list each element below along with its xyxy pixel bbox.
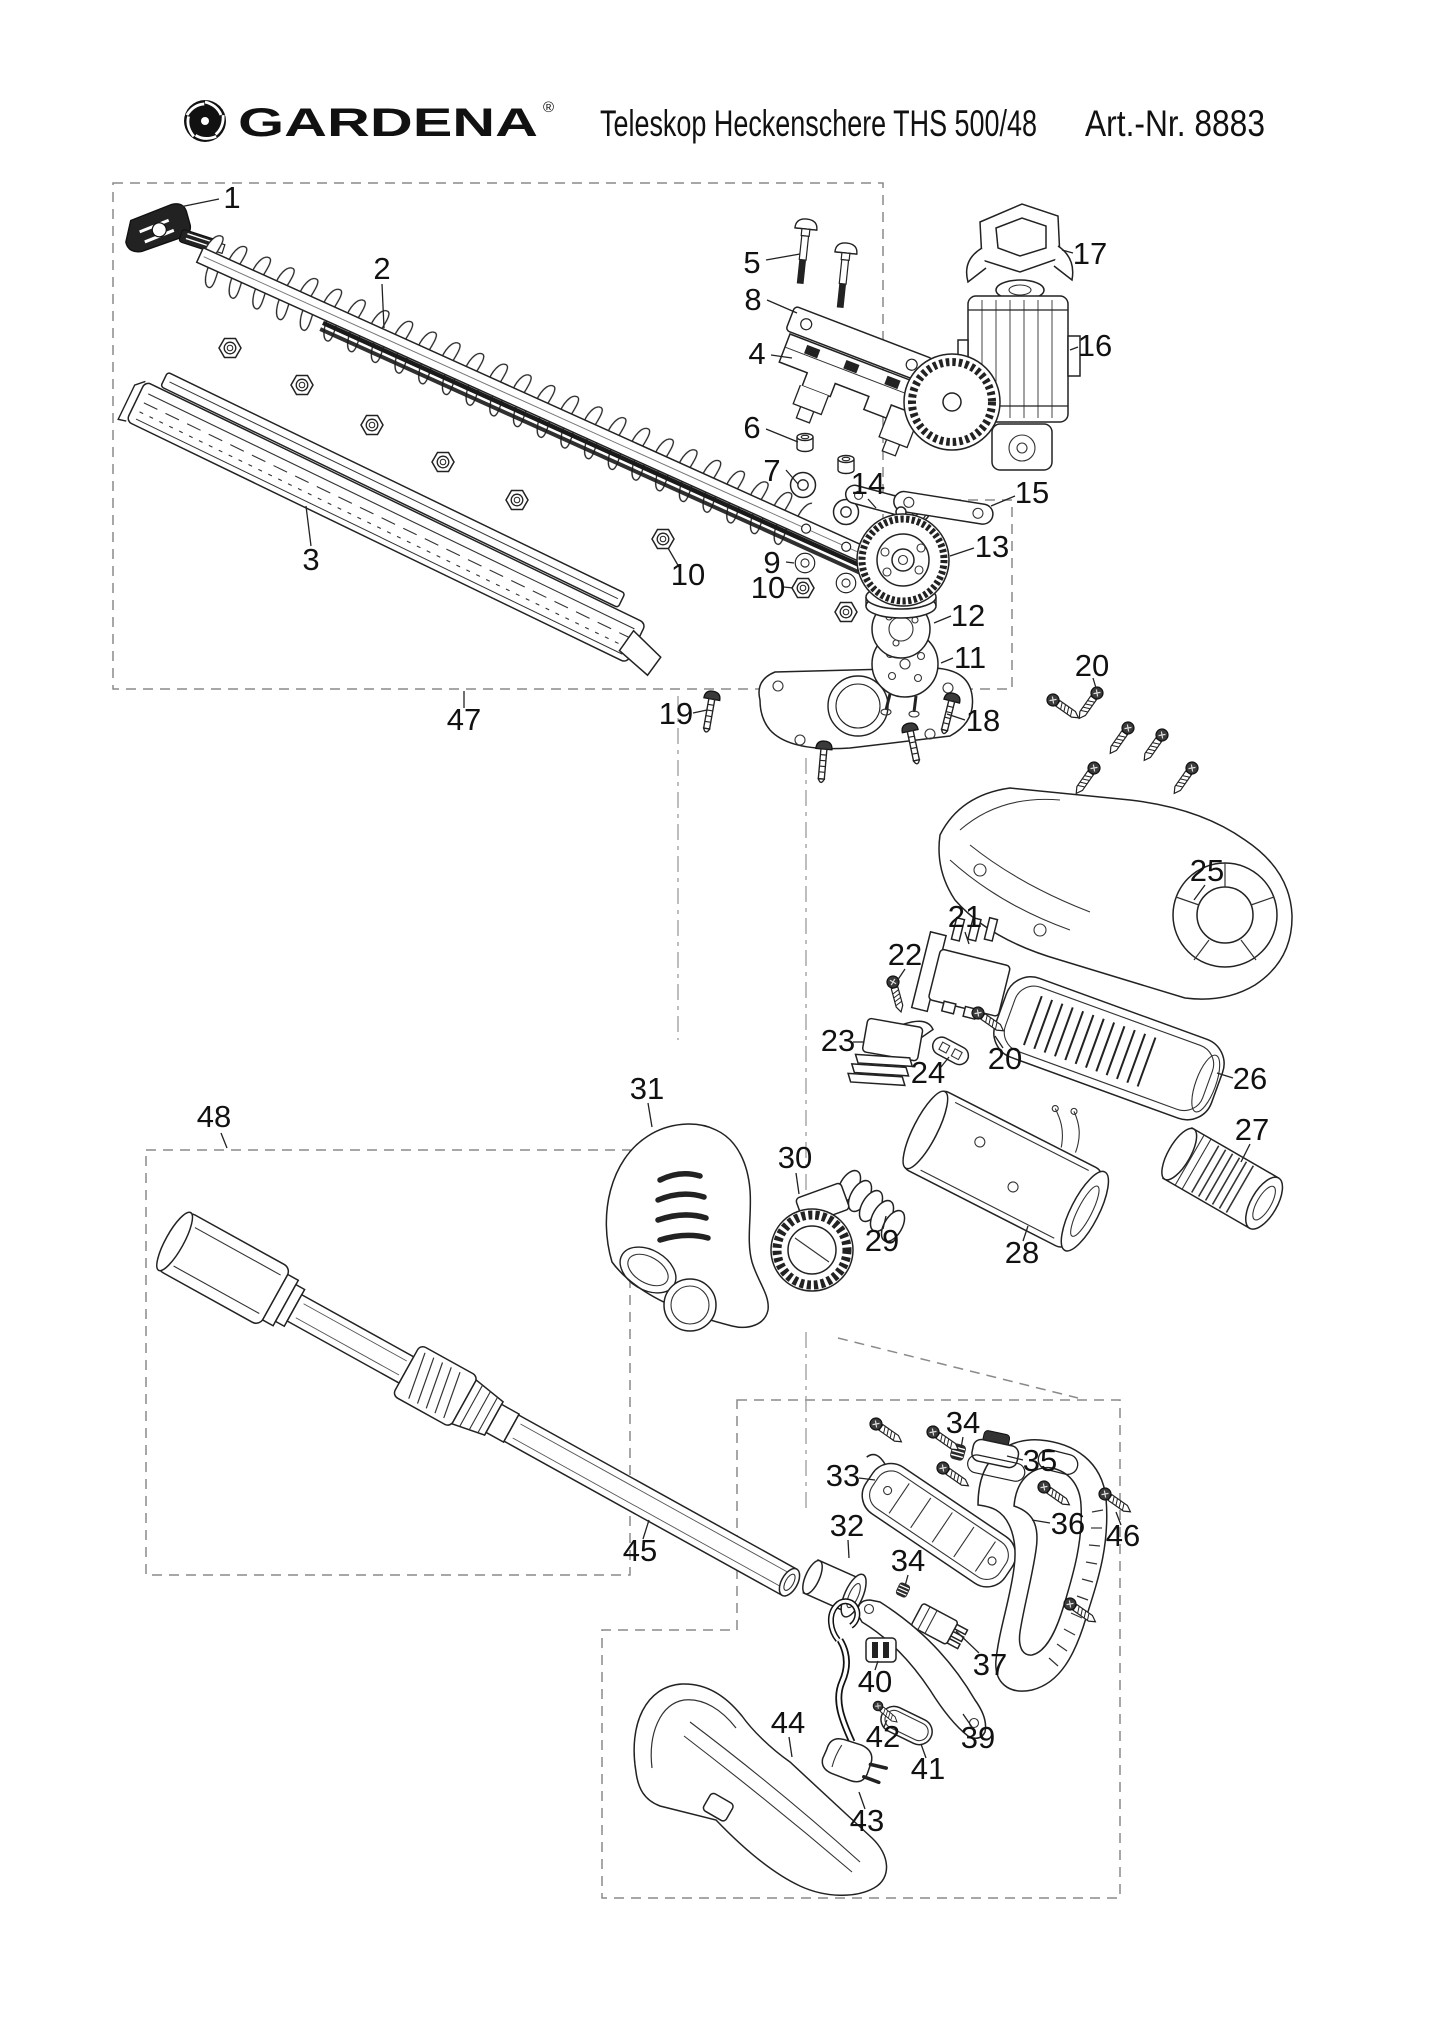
callout-30: 30 <box>778 1140 812 1175</box>
callout-3: 3 <box>302 542 319 577</box>
part-40-clip <box>865 1637 897 1663</box>
callout-19: 19 <box>659 696 693 731</box>
callout-43: 43 <box>850 1803 884 1838</box>
part-13-gear <box>856 506 950 619</box>
part-2-cutter-blade <box>188 230 877 577</box>
callout-28: 28 <box>1005 1235 1039 1270</box>
part-1-end-handle <box>125 203 226 255</box>
registered-mark: ® <box>543 99 554 116</box>
header: GARDENA ® Teleskop Heckenschere THS 500/… <box>184 99 1265 145</box>
callout-18: 18 <box>966 703 1000 738</box>
part-22-screw <box>885 974 908 1015</box>
part-27-coupling <box>1161 1126 1284 1230</box>
callout-2: 2 <box>373 251 390 286</box>
callout-10-b: 10 <box>751 570 785 605</box>
callout-1: 1 <box>223 180 240 215</box>
part-5-bolts <box>788 217 859 310</box>
callout-10-a: 10 <box>671 557 705 592</box>
callout-25: 25 <box>1190 853 1224 888</box>
callout-17: 17 <box>1073 236 1107 271</box>
callout-40: 40 <box>858 1664 892 1699</box>
callout-34-b: 34 <box>891 1543 925 1578</box>
callout-20-a: 20 <box>1075 648 1109 683</box>
callout-7: 7 <box>763 453 780 488</box>
callout-46: 46 <box>1106 1518 1140 1553</box>
callout-8: 8 <box>744 282 761 317</box>
callout-45: 45 <box>623 1533 657 1568</box>
callout-39: 39 <box>961 1720 995 1755</box>
callout-16: 16 <box>1078 328 1112 363</box>
part-23-connector <box>847 1017 934 1087</box>
callout-12: 12 <box>951 598 985 633</box>
callout-29: 29 <box>865 1223 899 1258</box>
callout-14: 14 <box>851 466 885 501</box>
part-16-motor <box>903 279 1081 471</box>
part-15-link <box>893 490 994 525</box>
leader-lines <box>169 198 1251 1810</box>
callout-23: 23 <box>821 1023 855 1058</box>
callout-22: 22 <box>888 937 922 972</box>
callout-11: 11 <box>954 640 986 675</box>
callout-6: 6 <box>743 410 760 445</box>
part-32-bushing <box>802 1559 867 1618</box>
callout-41: 41 <box>911 1751 945 1786</box>
part-3-blade-guard <box>117 372 662 677</box>
gardena-logo-icon <box>184 100 226 142</box>
callout-13: 13 <box>975 529 1009 564</box>
article-number: Art.-Nr. 8883 <box>1085 103 1265 144</box>
part-44-handle-shell-lower <box>633 1683 888 1896</box>
callout-4: 4 <box>748 336 765 371</box>
callout-32: 32 <box>830 1508 864 1543</box>
handle-assembly-box <box>601 1399 1121 1899</box>
callout-33: 33 <box>826 1458 860 1493</box>
callout-47: 47 <box>447 702 481 737</box>
part-26-housing-shell <box>993 976 1225 1121</box>
part-30-adjuster-knob <box>770 1182 854 1292</box>
callout-9: 9 <box>763 545 780 580</box>
callout-42: 42 <box>866 1719 900 1754</box>
callout-20-b: 20 <box>988 1041 1022 1076</box>
part-20-screws <box>1044 684 1201 798</box>
callout-48: 48 <box>197 1099 231 1134</box>
part-31-housing-cover <box>605 1123 769 1332</box>
brand-text: GARDENA <box>238 101 538 145</box>
callout-35: 35 <box>1023 1443 1057 1478</box>
callout-27: 27 <box>1235 1112 1269 1147</box>
part-25-gear-housing <box>938 787 1293 1000</box>
callout-24: 24 <box>911 1055 945 1090</box>
part-24-link-plate <box>931 1036 970 1066</box>
part-45-telescopic-tube <box>156 1211 801 1597</box>
product-title: Teleskop Heckenschere THS 500/48 <box>600 103 1037 144</box>
part-33-handle-shell <box>861 1453 1017 1588</box>
callout-5: 5 <box>743 245 760 280</box>
part-37-connector-block <box>911 1603 969 1650</box>
part-28-motor-tube <box>902 1090 1110 1252</box>
callout-37: 37 <box>973 1647 1007 1682</box>
part-18-cover-plate <box>758 667 974 750</box>
callout-36: 36 <box>1051 1506 1085 1541</box>
part-17-air-guide <box>965 203 1074 284</box>
callout-26: 26 <box>1233 1061 1267 1096</box>
callout-15: 15 <box>1015 475 1049 510</box>
telescope-assembly-box <box>145 1149 631 1576</box>
callout-31: 31 <box>630 1071 664 1106</box>
callout-34-a: 34 <box>946 1405 980 1440</box>
callout-21: 21 <box>948 899 982 934</box>
callout-44: 44 <box>771 1705 805 1740</box>
axis-lines <box>677 696 807 1512</box>
part-43-power-cable <box>821 1598 888 1785</box>
part-36-handle-frame <box>977 1439 1108 1692</box>
